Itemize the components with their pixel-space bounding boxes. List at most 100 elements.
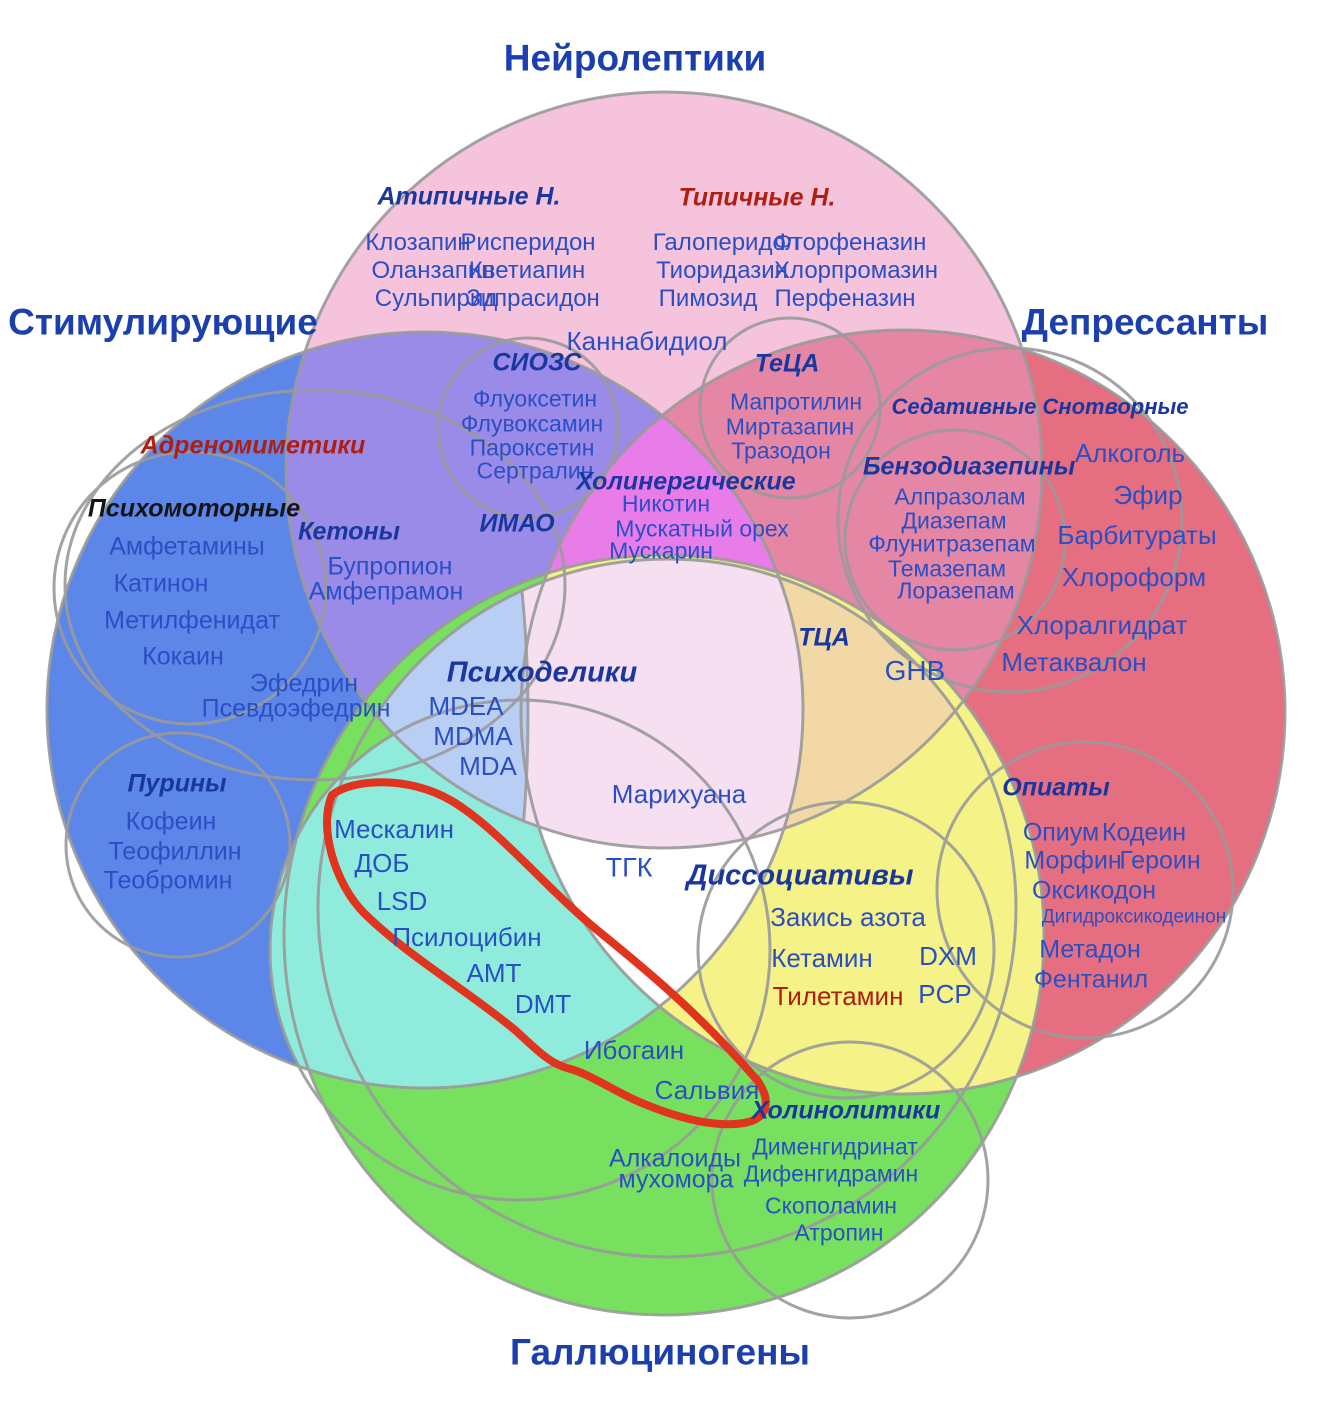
item-fluoxetine: Флуоксетин xyxy=(472,385,598,412)
item-thc: ТГК xyxy=(605,852,653,883)
outline-psychedelics-circle xyxy=(268,698,772,1202)
outline-benzos-circle xyxy=(843,428,1067,652)
label-sedatives: Седативные Снотворные xyxy=(891,394,1189,419)
item-diphenhydramine: Дифенгидрамин xyxy=(743,1160,919,1187)
item-nutmeg: Мускатный орех xyxy=(615,515,789,542)
red-highlight-outline xyxy=(323,778,770,1129)
item-ether: Эфир xyxy=(1113,480,1183,510)
item-flunitrazepam: Флунитразепам xyxy=(868,530,1036,557)
item-trazodone: Тразодон xyxy=(731,437,831,464)
item-paroxetine: Пароксетин xyxy=(469,434,595,461)
item-dmt: DMT xyxy=(514,989,572,1019)
item-amanita-alkaloids-line2: мухомора xyxy=(618,1165,734,1194)
item-codeine: Кодеин xyxy=(1101,818,1187,847)
item-dihydroxycodeinone: Дигидроксикодеинон xyxy=(1041,906,1227,928)
title-neuroleptics: Нейролептики xyxy=(503,37,767,79)
item-pcp: PCP xyxy=(918,979,972,1009)
item-sulpiride: Сульпирид xyxy=(374,285,498,312)
item-fluvoxamine: Флувоксамин xyxy=(460,410,604,437)
item-amanita-alkaloids-line1: Алкалоиды xyxy=(609,1144,741,1173)
label-opiates: Опиаты xyxy=(1002,773,1110,802)
item-psilocybin: Псилоцибин xyxy=(392,922,542,952)
outline-neuroleptics xyxy=(284,90,1044,850)
outline-ssri-circle xyxy=(436,336,620,520)
region-tca-tan xyxy=(521,559,1016,848)
outline-dissociatives-circle xyxy=(696,800,996,1100)
item-methaqualone: Метаквалон xyxy=(1001,647,1147,677)
region-center-white xyxy=(521,555,803,1088)
item-ephedrine: Эфедрин xyxy=(249,669,359,698)
title-hallucinogens: Галлюциногены xyxy=(509,1331,811,1373)
item-diazepam: Диазепам xyxy=(901,507,1007,534)
label-typical: Типичные Н. xyxy=(678,183,836,212)
item-ibogaine: Ибогаин xyxy=(583,1035,685,1065)
item-salvia: Сальвия xyxy=(654,1075,760,1105)
outline-psychomotor-circle xyxy=(52,450,328,726)
label-cholinergics: Холинергические xyxy=(576,467,796,496)
item-fentanyl: Фентанил xyxy=(1033,965,1149,994)
item-haloperidol: Галоперидол xyxy=(652,229,800,256)
item-clozapine: Клозапин xyxy=(365,229,471,256)
item-dob: ДОБ xyxy=(354,848,410,878)
item-nicotine: Никотин xyxy=(621,490,711,517)
title-stimulants: Стимулирующие xyxy=(8,301,318,343)
item-ghb: GHB xyxy=(884,655,946,686)
item-pimozide: Пимозид xyxy=(658,285,758,312)
item-mescaline: Мескалин xyxy=(334,814,454,844)
item-cocaine: Кокаин xyxy=(142,642,224,671)
item-fluphenazine: Фторфеназин xyxy=(773,229,927,256)
label-teca: ТеЦА xyxy=(754,349,820,378)
item-chloral-hydrate: Хлоралгидрат xyxy=(1016,610,1188,640)
outline-purines-circle xyxy=(64,731,292,959)
item-chloroform: Хлороформ xyxy=(1061,562,1207,592)
item-atropine: Атропин xyxy=(794,1219,884,1246)
label-psychomotor: Психомоторные xyxy=(87,494,301,523)
outline-stimulants xyxy=(45,330,805,1090)
label-ketones: Кетоны xyxy=(298,517,400,546)
item-theobromine: Теобромин xyxy=(103,866,233,895)
item-morphine: Морфин xyxy=(1024,846,1122,875)
label-psychedelics: Психоделики xyxy=(446,656,638,689)
outline-hallucinogens xyxy=(282,553,1046,1317)
outline-sedatives-circle xyxy=(836,346,1184,694)
item-bupropion: Бупропион xyxy=(327,552,453,581)
outline-opiates-circle xyxy=(935,740,1235,1040)
label-atypical: Атипичные Н. xyxy=(377,182,561,211)
label-ssri: СИОЗС xyxy=(492,348,582,377)
item-methylphenidate: Метилфенидат xyxy=(104,606,280,635)
item-dimenhydrinate: Дименгидринат xyxy=(752,1133,918,1160)
item-mdea: MDEA xyxy=(428,691,504,721)
label-tca: ТЦА xyxy=(798,623,850,652)
item-pseudoephedrine: Псевдоэфедрин xyxy=(201,694,391,723)
label-maoi: ИМАО xyxy=(479,509,555,538)
item-opium: Опиум xyxy=(1022,818,1100,847)
item-marijuana: Марихуана xyxy=(611,779,747,809)
item-muscarine: Мускарин xyxy=(609,537,713,564)
item-methadone: Метадон xyxy=(1039,935,1141,964)
label-purines: Пурины xyxy=(127,769,227,798)
outline-depressants xyxy=(519,328,1287,1096)
item-ziprasidone: Зипрасидон xyxy=(466,285,600,312)
item-thioridazine: Тиоридазин xyxy=(656,257,788,284)
item-heroin: Героин xyxy=(1119,846,1201,875)
item-amfepramone: Амфепрамон xyxy=(308,577,464,606)
item-mda: MDA xyxy=(459,751,517,781)
item-mdma: MDMA xyxy=(433,721,513,751)
item-barbiturates: Барбитураты xyxy=(1057,520,1217,550)
outline-mdxx-boundary xyxy=(318,559,530,848)
item-ketamine: Кетамин xyxy=(771,943,873,973)
item-amphetamines: Амфетамины xyxy=(109,532,265,561)
item-tiletamine: Тилетамин xyxy=(772,981,904,1011)
item-lorazepam: Лоразепам xyxy=(897,577,1015,604)
outline-adrenomimetics-circle xyxy=(63,388,567,782)
item-alcohol: Алкоголь xyxy=(1074,438,1186,468)
item-lsd: LSD xyxy=(376,886,428,916)
item-mirtazapine: Миртазапин xyxy=(725,413,855,440)
item-oxycodone: Оксикодон xyxy=(1032,876,1156,905)
label-adrenomimetics: Адреномиметики xyxy=(140,431,366,460)
item-cannabidiol: Каннабидиол xyxy=(566,326,728,356)
item-dxm: DXM xyxy=(919,941,977,971)
outline-anticholinergics-circle xyxy=(710,1040,990,1320)
